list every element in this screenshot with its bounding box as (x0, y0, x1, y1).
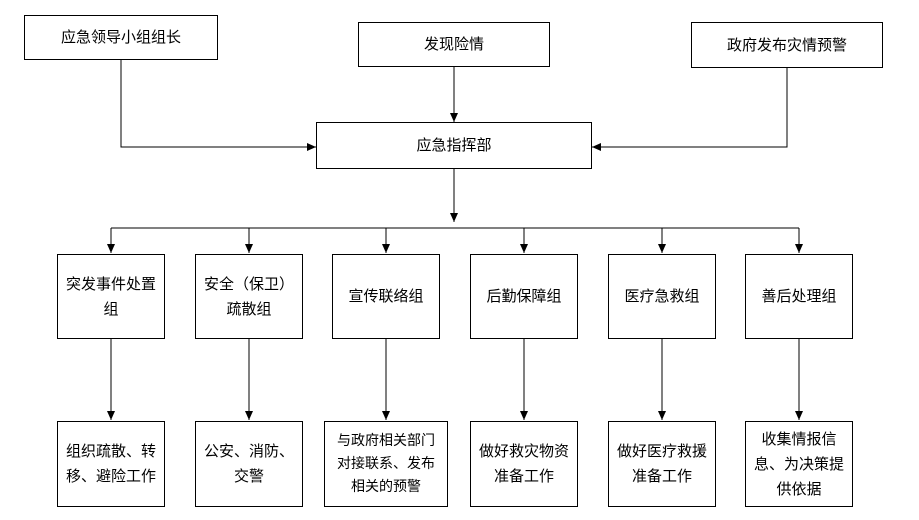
arrow-leader-to-command (120, 60, 316, 151)
group-label-4: 后勤保障组 (486, 287, 562, 305)
task-label-4: 做好救灾物资准备工作 (479, 442, 570, 485)
task-label-6: 收集情报信息、为决策提供依据 (754, 429, 845, 498)
group-label-1: 突发事件处置组 (66, 274, 157, 318)
task-label-2: 公安、消防、交警 (204, 442, 295, 485)
task-box-2: 公安、消防、交警 (195, 421, 303, 507)
group-box-3: 宣传联络组 (332, 254, 440, 339)
group-box-5: 医疗急救组 (608, 254, 716, 339)
warning-label: 政府发布灾情预警 (726, 35, 847, 54)
group-label-2: 安全（保卫）疏散组 (204, 274, 295, 318)
group-box-6: 善后处理组 (745, 254, 853, 339)
discover-box: 发现险情 (358, 22, 550, 67)
task-box-1: 组织疏散、转移、避险工作 (57, 421, 165, 507)
leader-label: 应急领导小组组长 (60, 28, 181, 46)
group-label-3: 宣传联络组 (348, 287, 424, 305)
task-box-5: 做好医疗救援准备工作 (608, 421, 716, 507)
group-box-1: 突发事件处置组 (57, 254, 165, 339)
discover-label: 发现险情 (423, 35, 484, 53)
task-label-1: 组织疏散、转移、避险工作 (66, 442, 157, 485)
group-box-4: 后勤保障组 (470, 254, 578, 339)
task-label-5: 做好医疗救援准备工作 (617, 442, 708, 485)
warning-box: 政府发布灾情预警 (691, 22, 883, 68)
leader-box: 应急领导小组组长 (24, 15, 218, 60)
arrow-warning-to-command (592, 68, 788, 151)
task-box-6: 收集情报信息、为决策提供依据 (745, 421, 853, 507)
command-label: 应急指挥部 (416, 136, 492, 154)
group-box-2: 安全（保卫）疏散组 (195, 254, 303, 339)
task-box-4: 做好救灾物资准备工作 (470, 421, 578, 507)
task-box-3: 与政府相关部门对接联系、发布相关的预警 (324, 421, 448, 507)
command-box: 应急指挥部 (316, 122, 592, 169)
group-label-5: 医疗急救组 (624, 287, 700, 305)
group-label-6: 善后处理组 (761, 287, 837, 305)
task-label-3: 与政府相关部门对接联系、发布相关的预警 (337, 432, 435, 495)
